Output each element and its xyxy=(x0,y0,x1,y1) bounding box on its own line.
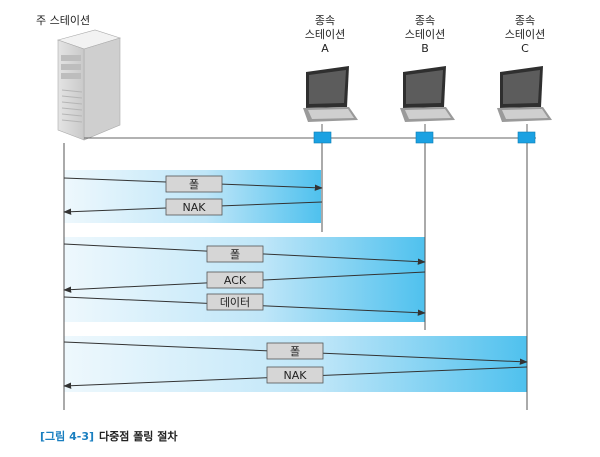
secondary-station-c-icon xyxy=(497,66,552,122)
secondary-station-a-icon xyxy=(303,66,358,122)
secondary-station-b-label: 종속 스테이션 B xyxy=(404,14,446,55)
connector-b xyxy=(415,131,434,144)
connector-c xyxy=(517,131,536,144)
poll-a-label: 폴 xyxy=(189,178,199,191)
ack-b-label: ACK xyxy=(224,274,247,287)
poll-c-label: 폴 xyxy=(290,345,300,358)
nak-c-label: NAK xyxy=(284,369,308,382)
secondary-station-b-icon xyxy=(400,66,455,122)
nak-a-label: NAK xyxy=(183,201,207,214)
secondary-station-c-label: 종속 스테이션 C xyxy=(504,14,546,55)
figure-caption: [그림 4-3] 다중점 폴링 절차 xyxy=(40,428,178,444)
secondary-station-a-label: 종속 스테이션 A xyxy=(304,14,346,55)
data-b-label: 데이터 xyxy=(220,296,250,309)
primary-station-label: 주 스테이션 xyxy=(36,14,91,27)
connector-a xyxy=(313,131,332,144)
primary-station-icon xyxy=(56,29,122,141)
figure-number: [그림 4-3] xyxy=(40,430,94,443)
figure-title: 다중점 폴링 절차 xyxy=(99,430,178,443)
poll-b-label: 폴 xyxy=(230,248,240,261)
